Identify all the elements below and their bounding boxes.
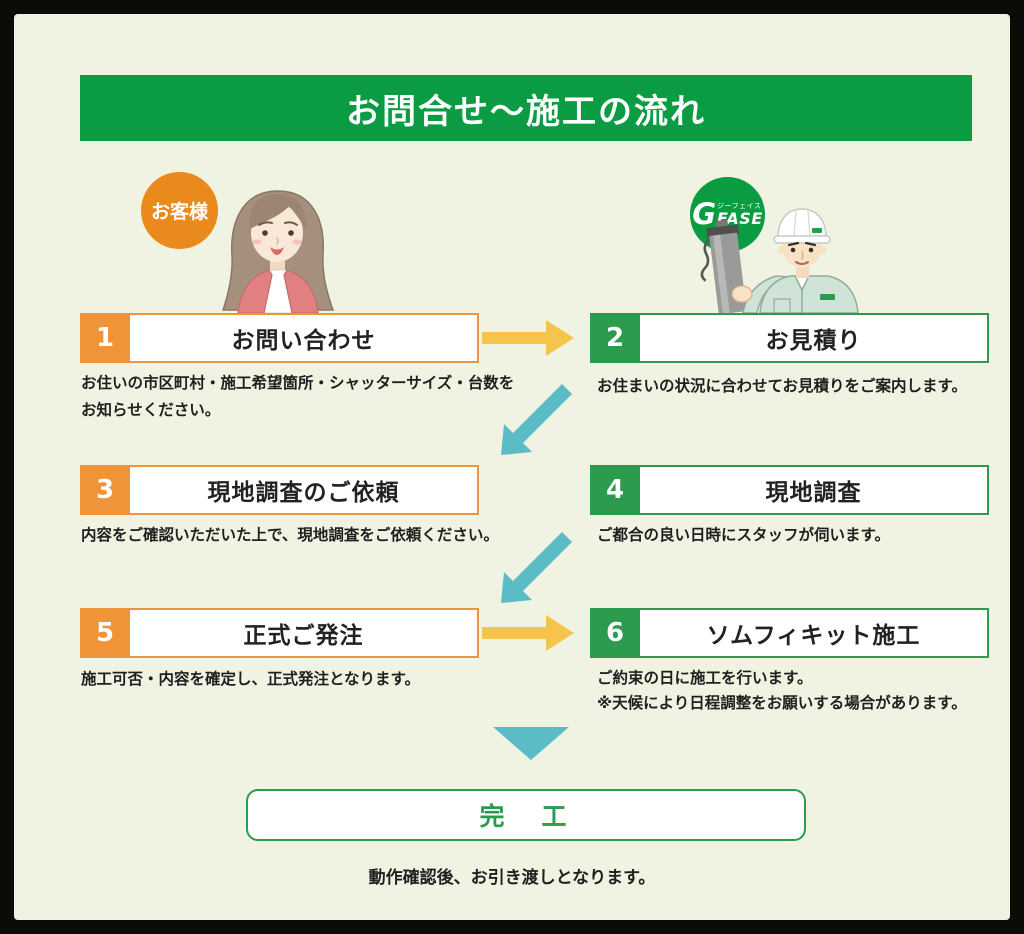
description-line: 内容をご確認いただいた上で、現地調査をご依頼ください。 (81, 526, 499, 544)
background-panel: お問合せ～施工の流れ お客様 G (14, 14, 1010, 920)
arrow-down-left-icon (501, 384, 572, 455)
step-box-installation: 6 ソムフィキット施工 (590, 608, 989, 658)
gfase-logo-name: FASE (717, 208, 763, 228)
step-title: お見積り (765, 328, 862, 354)
description-line: ※天候により日程調整をお願いする場合があります。 (597, 694, 967, 712)
arrow-down-left-icon (501, 532, 572, 603)
step-number: 5 (80, 608, 130, 658)
completion-box: 完 工 (246, 789, 806, 841)
step-number: 3 (80, 465, 130, 515)
description-line: お住まいの状況に合わせてお見積りをご案内します。 (597, 377, 967, 395)
customer-badge-label: お客様 (150, 201, 208, 223)
step-description: お住まいの状況に合わせてお見積りをご案内します。 (597, 373, 967, 400)
step-description: ご都合の良い日時にスタッフが伺います。 (597, 522, 890, 549)
description-line: 施工可否・内容を確定し、正式発注となります。 (81, 670, 420, 688)
step-box-estimate: 2 お見積り (590, 313, 989, 363)
description-line: お知らせください。 (81, 401, 221, 419)
step-title: 現地調査 (765, 480, 862, 506)
description-line: ご約束の日に施工を行います。 (597, 669, 813, 687)
step-title: ソムフィキット施工 (706, 623, 921, 649)
description-line: お住いの市区町村・施工希望箇所・シャッターサイズ・台数を (81, 374, 515, 392)
arrow-right-icon (482, 320, 574, 356)
step-description: 内容をご確認いただいた上で、現地調査をご依頼ください。 (81, 522, 499, 549)
worker-illustration (700, 208, 859, 313)
step-description: お住いの市区町村・施工希望箇所・シャッターサイズ・台数を お知らせください。 (81, 370, 514, 424)
arrow-right-icon (482, 615, 574, 651)
step-box-inquiry: 1 お問い合わせ (80, 313, 479, 363)
step-box-survey-request: 3 現地調査のご依頼 (80, 465, 479, 515)
gfase-logo: G ジーフェイス FASE (692, 200, 763, 229)
description-line: ご都合の良い日時にスタッフが伺います。 (597, 526, 890, 544)
step-box-official-order: 5 正式ご発注 (80, 608, 479, 658)
step-number: 4 (590, 465, 640, 515)
step-title: 正式ご発注 (243, 623, 364, 649)
step-title: 現地調査のご依頼 (207, 480, 400, 506)
arrow-down-icon (493, 727, 569, 760)
completion-title: 完 工 (479, 802, 573, 831)
step-description: 施工可否・内容を確定し、正式発注となります。 (81, 666, 420, 693)
customer-badge: お客様 (141, 172, 218, 249)
step-number: 6 (590, 608, 640, 658)
gfase-logo-g: G (692, 197, 717, 231)
page-title: お問合せ～施工の流れ (346, 91, 706, 132)
step-number: 2 (590, 313, 640, 363)
header-bar: お問合せ～施工の流れ (80, 75, 972, 141)
gfase-logo-kana: ジーフェイス (717, 201, 762, 210)
customer-woman-illustration (221, 190, 335, 313)
step-description: ご約束の日に施工を行います。 ※天候により日程調整をお願いする場合があります。 (597, 666, 967, 716)
step-number: 1 (80, 313, 130, 363)
step-box-site-survey: 4 現地調査 (590, 465, 989, 515)
completion-note: 動作確認後、お引き渡しとなります。 (368, 868, 656, 888)
step-title: お問い合わせ (231, 328, 376, 354)
